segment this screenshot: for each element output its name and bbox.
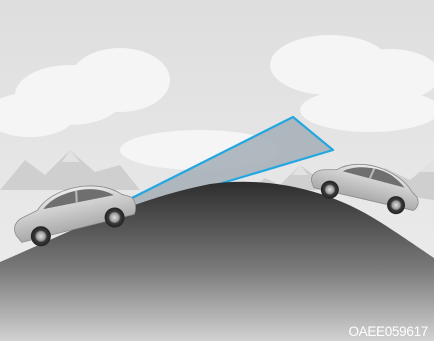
figure-code: OAEE059617 xyxy=(348,325,428,339)
